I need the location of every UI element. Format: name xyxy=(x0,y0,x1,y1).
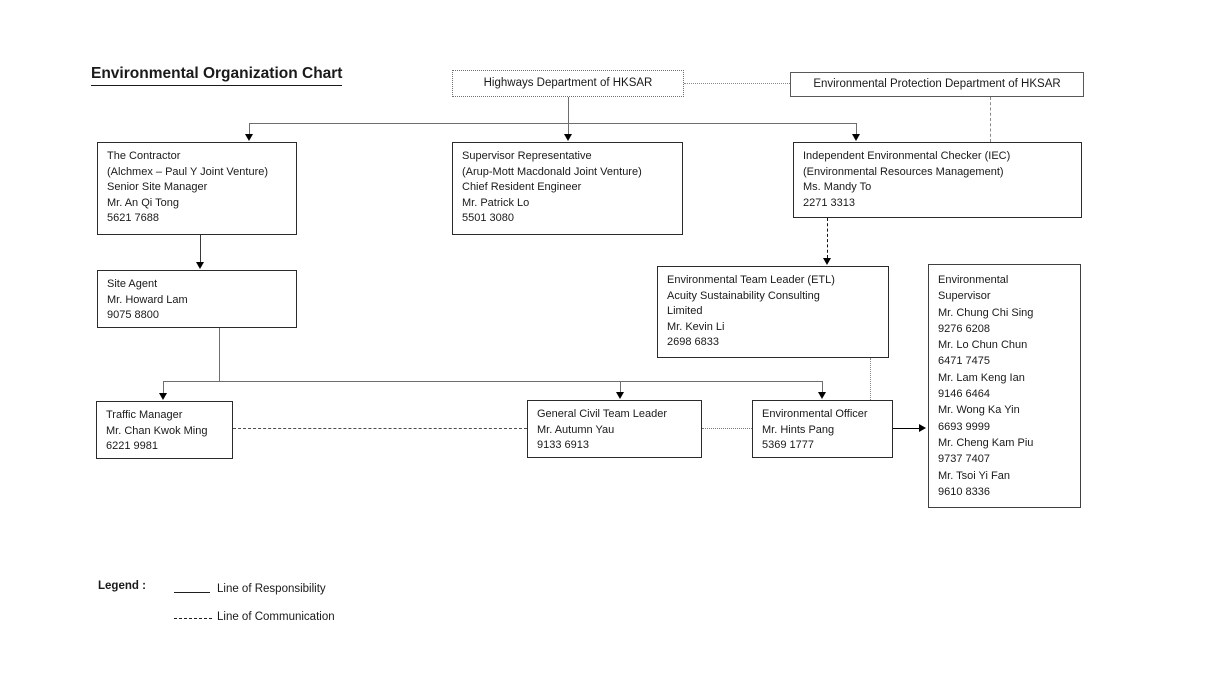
responsibility-line-to-civil xyxy=(620,381,621,393)
responsibility-line-siteagent-down xyxy=(219,328,220,381)
box-line: Supervisor xyxy=(938,290,991,303)
arrowhead-down-iec xyxy=(852,134,860,141)
arrowhead-down-contractor xyxy=(245,134,253,141)
box-contractor: The Contractor (Alchmex – Paul Y Joint V… xyxy=(97,142,297,235)
communication-line-civil-envofficer xyxy=(702,428,752,429)
box-line: 2271 3313 xyxy=(803,196,855,209)
box-line: Supervisor Representative xyxy=(462,150,592,162)
box-line: Mr. Chung Chi Sing xyxy=(938,306,1034,319)
responsibility-line-to-traffic xyxy=(163,381,164,394)
communication-line-etl-envofficer xyxy=(870,358,871,400)
page-title: Environmental Organization Chart xyxy=(91,65,343,86)
box-line: 9610 8336 xyxy=(938,485,990,498)
box-line: Mr. Hints Pang xyxy=(762,423,835,436)
box-line: Mr. An Qi Tong xyxy=(107,196,179,209)
box-line: Mr. Kevin Li xyxy=(667,320,725,333)
arrowhead-down-civil-team-leader xyxy=(616,392,624,399)
communication-line-highways-epd xyxy=(684,83,790,84)
box-line: Highways Department of HKSAR xyxy=(483,76,653,89)
box-line: 6221 9981 xyxy=(106,440,158,452)
box-environmental-protection-department: Environmental Protection Department of H… xyxy=(790,72,1084,97)
box-line: 9075 8800 xyxy=(107,309,159,321)
box-line: Mr. Chan Kwok Ming xyxy=(106,424,208,437)
box-line: Mr. Tsoi Yi Fan xyxy=(938,469,1010,482)
box-line: 5501 3080 xyxy=(462,212,514,224)
box-line: Independent Environmental Checker (IEC) xyxy=(803,150,1011,162)
box-supervisor-representative: Supervisor Representative (Arup-Mott Mac… xyxy=(452,142,683,235)
responsibility-line-to-envofficer xyxy=(822,381,823,393)
box-independent-environmental-checker: Independent Environmental Checker (IEC) … xyxy=(793,142,1082,218)
box-line: General Civil Team Leader xyxy=(537,408,668,420)
box-line: Mr. Lam Keng Ian xyxy=(938,371,1025,384)
box-highways-department: Highways Department of HKSAR xyxy=(452,70,684,97)
box-line: 5369 1777 xyxy=(762,439,814,451)
arrowhead-right-environmental-supervisor xyxy=(919,424,926,432)
box-line: 5621 7688 xyxy=(107,212,159,224)
legend-solid-line-sample xyxy=(174,592,210,593)
box-line: Environmental Protection Department of H… xyxy=(813,77,1061,90)
box-line: 2698 6833 xyxy=(667,336,719,348)
box-line: Mr. Lo Chun Chun xyxy=(938,339,1028,352)
box-line: The Contractor xyxy=(107,150,181,162)
responsibility-line-envofficer-envsupervisor xyxy=(893,428,920,429)
box-line: (Arup-Mott Macdonald Joint Venture) xyxy=(462,165,642,178)
arrowhead-down-supervisor xyxy=(564,134,572,141)
box-general-civil-team-leader: General Civil Team Leader Mr. Autumn Yau… xyxy=(527,400,702,458)
responsibility-line-row2-distribution xyxy=(163,381,822,382)
box-line: Mr. Patrick Lo xyxy=(462,196,530,209)
box-line: Chief Resident Engineer xyxy=(462,181,582,193)
box-line: 9146 6464 xyxy=(938,388,990,401)
box-line: 9737 7407 xyxy=(938,453,990,466)
box-line: Ms. Mandy To xyxy=(803,181,872,193)
communication-line-iec-etl xyxy=(827,218,828,258)
legend-dashed-line-sample xyxy=(174,618,212,619)
box-line: Limited xyxy=(667,305,703,317)
box-line: Environmental Officer xyxy=(762,408,868,420)
box-line: Mr. Wong Ka Yin xyxy=(938,404,1020,417)
box-environmental-supervisor: Environmental Supervisor Mr. Chung Chi S… xyxy=(928,264,1081,508)
box-line: Traffic Manager xyxy=(106,409,183,421)
box-environmental-team-leader: Environmental Team Leader (ETL) Acuity S… xyxy=(657,266,889,358)
box-line: 9133 6913 xyxy=(537,439,589,451)
legend-label: Legend : xyxy=(98,580,146,592)
box-line: 6471 7475 xyxy=(938,355,990,368)
box-line: (Environmental Resources Management) xyxy=(803,165,1004,178)
box-traffic-manager: Traffic Manager Mr. Chan Kwok Ming 6221 … xyxy=(96,401,233,459)
box-line: Site Agent xyxy=(107,278,158,290)
responsibility-line-highways-down xyxy=(568,97,569,135)
box-line: Mr. Autumn Yau xyxy=(537,423,615,436)
arrowhead-down-site-agent xyxy=(196,262,204,269)
responsibility-line-contractor-siteagent xyxy=(200,235,201,262)
box-line: Mr. Cheng Kam Piu xyxy=(938,436,1034,449)
box-environmental-officer: Environmental Officer Mr. Hints Pang 536… xyxy=(752,400,893,458)
box-line: 9276 6208 xyxy=(938,322,990,335)
responsibility-line-to-iec xyxy=(856,123,857,135)
responsibility-line-to-contractor xyxy=(249,123,250,135)
responsibility-line-row1-distribution xyxy=(249,123,856,124)
legend-responsibility-text: Line of Responsibility xyxy=(217,583,326,595)
box-line: (Alchmex – Paul Y Joint Venture) xyxy=(107,165,269,178)
box-line: Environmental xyxy=(938,274,1009,286)
box-line: Acuity Sustainability Consulting xyxy=(667,289,820,302)
box-line: 6693 9999 xyxy=(938,420,990,433)
communication-line-epd-iec xyxy=(990,97,991,142)
arrowhead-down-environmental-officer xyxy=(818,392,826,399)
box-line: Environmental Team Leader (ETL) xyxy=(667,274,835,286)
arrowhead-down-etl xyxy=(823,258,831,265)
arrowhead-down-traffic-manager xyxy=(159,393,167,400)
box-site-agent: Site Agent Mr. Howard Lam 9075 8800 xyxy=(97,270,297,328)
legend-communication-text: Line of Communication xyxy=(217,611,335,623)
box-line: Senior Site Manager xyxy=(107,181,208,193)
box-line: Mr. Howard Lam xyxy=(107,293,188,306)
communication-line-traffic-civil xyxy=(233,428,527,429)
